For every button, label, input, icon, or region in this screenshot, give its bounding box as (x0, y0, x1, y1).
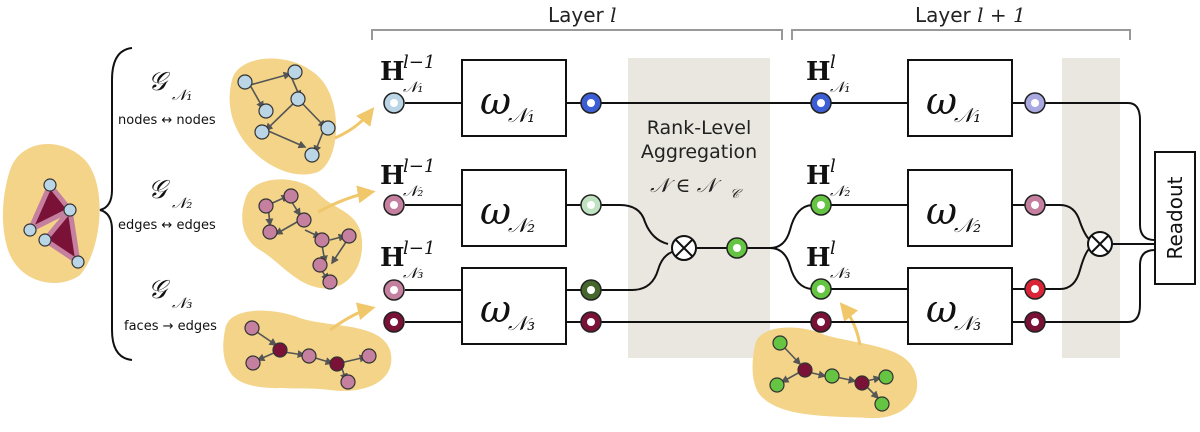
omega-box-l-n3: ω 𝒩₃ (461, 267, 567, 345)
readout-box: Readout (1154, 151, 1196, 285)
h-label-l1-n2: H l 𝒩₂ (806, 156, 850, 200)
h-label-l-n3: H l−1 𝒩₃ (380, 238, 435, 282)
svg-text:ω: ω (926, 287, 957, 331)
svg-text:𝒩₁: 𝒩₁ (508, 103, 535, 127)
svg-text:H: H (806, 161, 831, 191)
otimes-aggregator-1 (671, 235, 697, 261)
blob-to-hl3-arrow (839, 302, 862, 346)
svg-text:𝒩₃: 𝒩₃ (830, 264, 850, 282)
feature-node-h-out-l-n1 (580, 92, 602, 114)
svg-text:𝒩₁: 𝒩₁ (172, 86, 192, 104)
svg-text:nodes ↔ nodes: nodes ↔ nodes (118, 113, 216, 128)
svg-text:l: l (830, 156, 836, 177)
g1-to-h1-arrow (334, 107, 375, 140)
svg-text:𝒩₁: 𝒩₁ (830, 78, 850, 96)
feature-node-h-in-l1-n3b (810, 311, 832, 333)
feature-node-h-agg-l (726, 237, 748, 259)
svg-text:ω: ω (480, 287, 511, 331)
omega-box-l1-n2: ω 𝒩₂ (907, 169, 1013, 247)
neighborhood-g3-label: 𝒢 𝒩₃ faces → edges (124, 275, 217, 334)
svg-text:l−1: l−1 (403, 156, 435, 177)
svg-text:l: l (830, 52, 836, 73)
svg-text:𝒩₂: 𝒩₂ (403, 182, 423, 200)
layer-l1-bracket (791, 29, 1131, 40)
svg-text:𝒢: 𝒢 (148, 67, 171, 97)
h-label-l-n2: H l−1 𝒩₂ (380, 156, 435, 200)
neighborhood-g2-graph (258, 188, 357, 290)
svg-text:𝒩₃: 𝒩₃ (172, 294, 192, 312)
left-brace (99, 47, 133, 361)
feature-node-h-in-l1-n3a (810, 278, 832, 300)
svg-text:𝒩₃: 𝒩₃ (954, 311, 981, 335)
input-complex (23, 178, 85, 269)
svg-text:H: H (380, 161, 405, 191)
h-label-l1-n1: H l 𝒩₁ (806, 52, 850, 96)
layer-l-bracket (371, 29, 783, 40)
svg-text:l−1: l−1 (403, 52, 435, 73)
svg-text:H: H (806, 243, 831, 273)
svg-text:H: H (380, 57, 405, 87)
svg-text:ω: ω (480, 189, 511, 233)
otimes-aggregator-2 (1087, 231, 1113, 257)
g3-to-h3-arrow (329, 302, 376, 332)
svg-text:𝒩₃: 𝒩₃ (508, 311, 535, 335)
omega-box-l-n2: ω 𝒩₂ (461, 169, 567, 247)
svg-text:𝒩₁: 𝒩₁ (954, 103, 981, 127)
svg-text:ω: ω (480, 79, 511, 123)
svg-text:Rank-Level: Rank-Level (647, 117, 751, 139)
layer-l1-label: Layer l + 1 (915, 3, 1026, 27)
aggregation-band-1 (628, 58, 770, 358)
feature-node-h-out-l-n2 (580, 194, 602, 216)
omega-box-l-n1: ω 𝒩₁ (461, 59, 567, 137)
neighborhood-g1-blob (229, 58, 337, 175)
feature-node-h-out-l1-n1 (1024, 92, 1046, 114)
feature-node-h-in-n2 (383, 194, 405, 216)
svg-text:Readout: Readout (1163, 176, 1187, 259)
svg-text:edges ↔ edges: edges ↔ edges (118, 218, 216, 233)
svg-text:H: H (806, 57, 831, 87)
omega-box-l1-n3: ω 𝒩₃ (907, 267, 1013, 345)
feature-node-h-in-l1-n1 (810, 92, 832, 114)
feature-nodes (383, 92, 1046, 333)
feature-node-h-out-l1-n3a (1024, 278, 1046, 300)
svg-text:𝒢: 𝒢 (148, 275, 171, 305)
feature-node-h-out-l-n3b (580, 311, 602, 333)
svg-text:ω: ω (926, 189, 957, 233)
svg-text:𝒢: 𝒢 (148, 175, 171, 205)
omega-box-l1-n1: ω 𝒩₁ (907, 59, 1013, 137)
svg-text:H: H (380, 243, 405, 273)
svg-text:𝒩₂: 𝒩₂ (508, 213, 535, 237)
svg-text:faces → edges: faces → edges (124, 319, 217, 334)
svg-text:𝒩₃: 𝒩₃ (403, 264, 423, 282)
feature-node-h-in-n3b (383, 311, 405, 333)
h-label-l1-n3: H l 𝒩₃ (806, 238, 850, 282)
feature-node-h-in-n3a (383, 279, 405, 301)
pipeline-lines (405, 102, 1156, 323)
neighborhood-g2-label: 𝒢 𝒩₂ edges ↔ edges (118, 175, 216, 233)
neighborhood-g1-graph (237, 64, 336, 163)
layer-l-label: Layer l (548, 3, 617, 27)
feature-node-h-out-l1-n2 (1024, 194, 1046, 216)
neighborhood-g1-label: 𝒢 𝒩₁ nodes ↔ nodes (118, 67, 216, 128)
svg-text:𝒩 ∈ 𝒩: 𝒩 ∈ 𝒩 (650, 173, 722, 197)
svg-text:𝒩₂: 𝒩₂ (830, 182, 850, 200)
aggregated-graph (769, 335, 894, 412)
feature-node-h-out-l-n3a (580, 279, 602, 301)
g2-to-h2-arrow (317, 185, 376, 214)
feature-node-h-in-n1 (383, 92, 405, 114)
svg-text:𝒩₁: 𝒩₁ (403, 78, 423, 96)
h-label-l-n1: H l−1 𝒩₁ (380, 52, 435, 96)
svg-text:l: l (830, 238, 836, 259)
svg-text:𝒩₂: 𝒩₂ (954, 213, 981, 237)
svg-text:l−1: l−1 (403, 238, 435, 259)
svg-text:𝒩₂: 𝒩₂ (172, 194, 192, 212)
svg-text:Aggregation: Aggregation (641, 141, 757, 163)
svg-text:ω: ω (926, 79, 957, 123)
feature-node-h-out-l1-n3b (1024, 311, 1046, 333)
rank-level-aggregation-label: Rank-Level Aggregation 𝒩 ∈ 𝒩 𝒞 (641, 117, 757, 202)
feature-node-h-in-l1-n2 (810, 194, 832, 216)
neighborhood-g3-graph (244, 320, 377, 390)
